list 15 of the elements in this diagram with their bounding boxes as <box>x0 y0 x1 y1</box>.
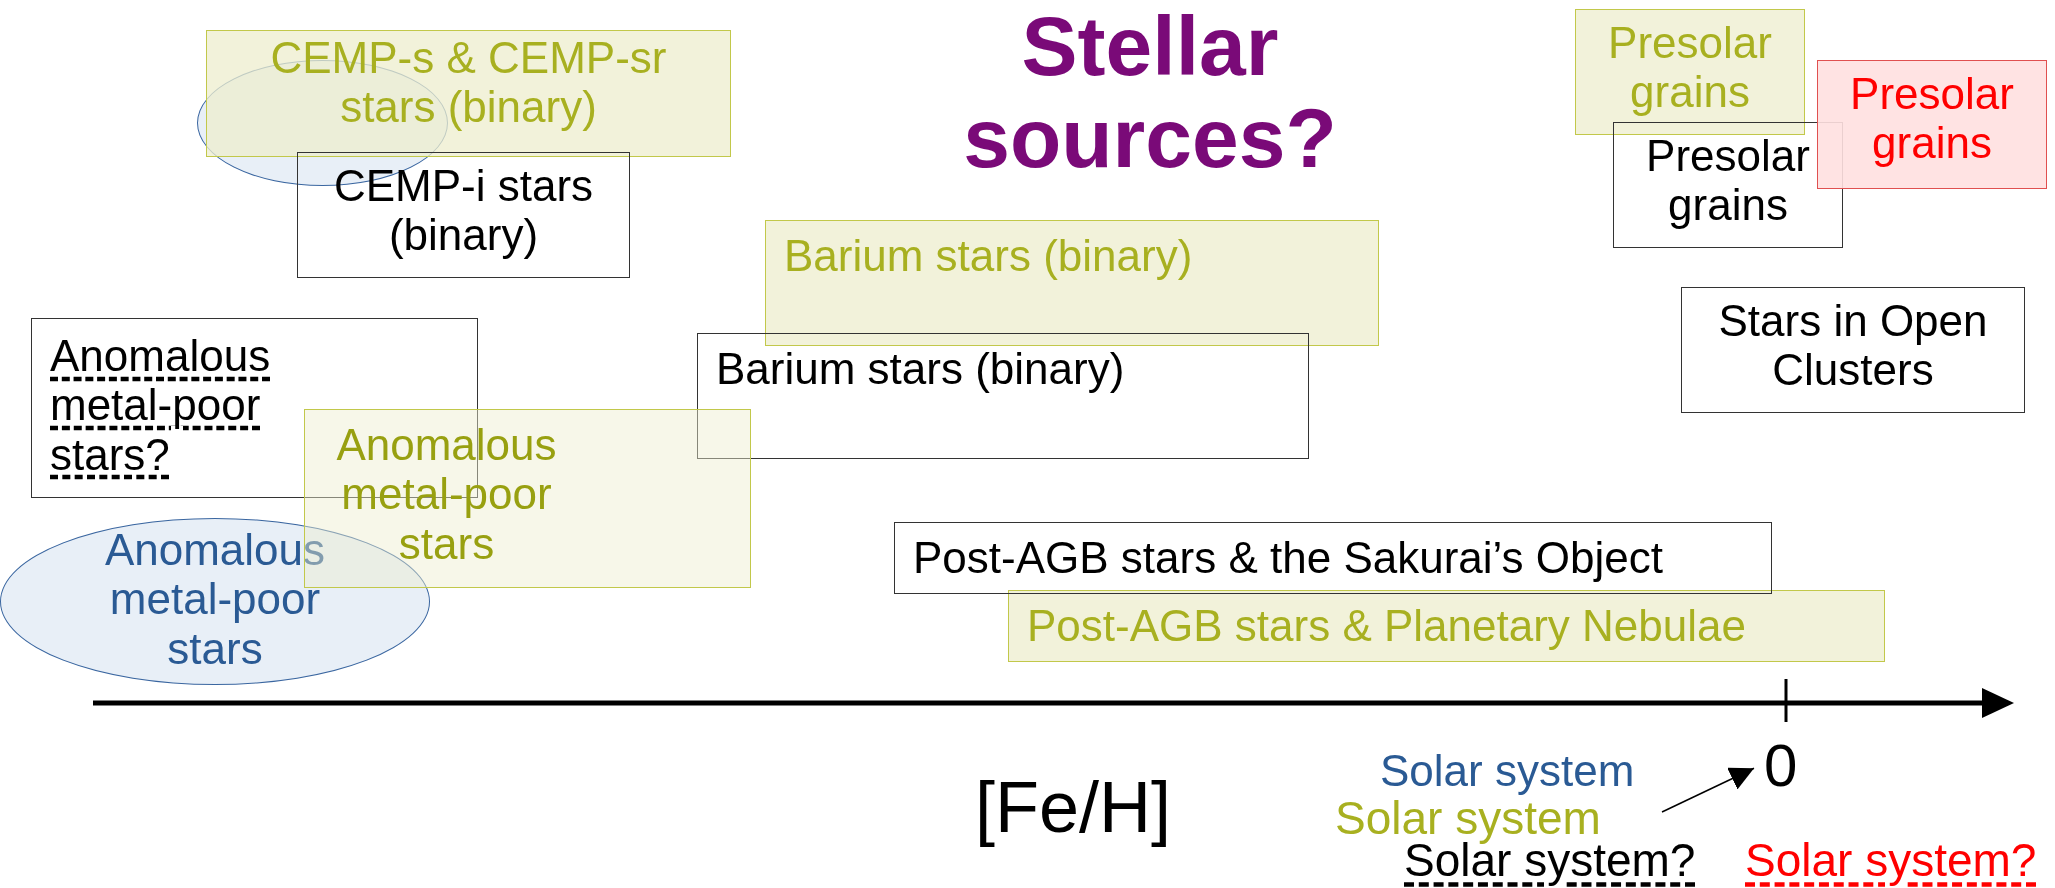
label-box: Barium stars (binary) <box>697 333 1309 459</box>
arrow <box>1661 767 1755 813</box>
label-box: Presolar grains <box>1817 60 2047 189</box>
annotation-text: Solar system <box>1380 746 1680 798</box>
label-box: Post-AGB stars & the Sakurai’s Object <box>894 522 1772 594</box>
label-box: Barium stars (binary) <box>765 220 1379 346</box>
title: Stellar sources? <box>962 0 1338 184</box>
axis-title: [Fe/H] <box>975 768 1172 848</box>
label-box: Post-AGB stars & Planetary Nebulae <box>1008 590 1885 662</box>
annotation-text: Solar system? <box>1745 835 2037 886</box>
label-box: Stars in Open Clusters <box>1681 287 2025 413</box>
label-box: Presolar grains <box>1575 9 1805 135</box>
label-box: CEMP-s & CEMP-sr stars (binary) <box>206 30 731 157</box>
axis-value: 0 <box>1764 732 1804 798</box>
label-box: CEMP-i stars (binary) <box>297 152 630 278</box>
